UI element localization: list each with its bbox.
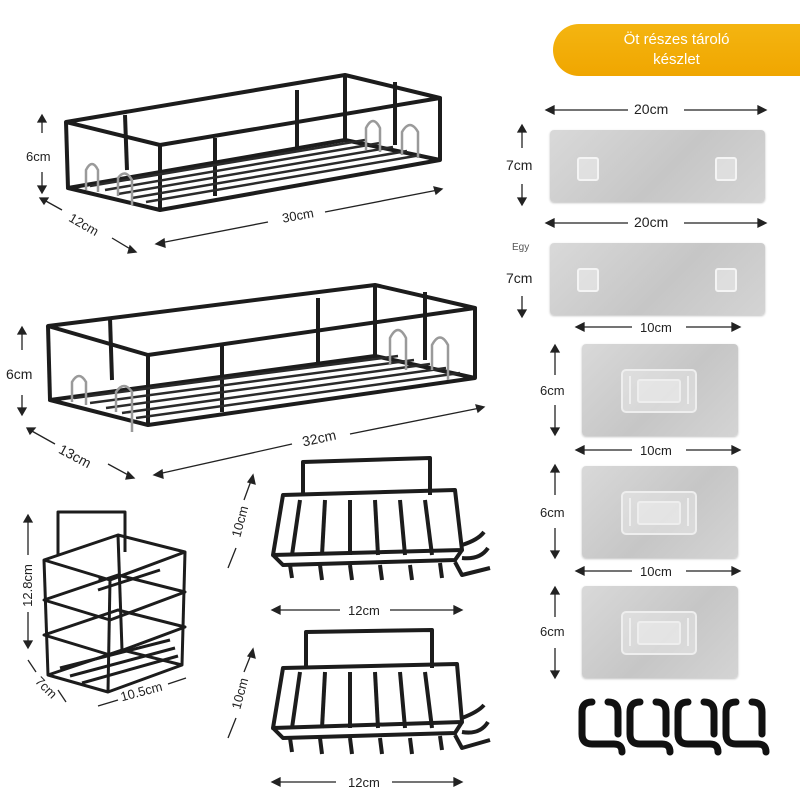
plate-6-height-label: 6cm bbox=[540, 624, 565, 639]
banner-line-1: Öt részes tároló bbox=[623, 31, 730, 48]
soap-2-width-label: 12cm bbox=[348, 775, 380, 790]
plate-1-height-label: 7cm bbox=[506, 157, 533, 173]
s-hook-icon bbox=[626, 698, 674, 756]
title-banner: Öt részes tároló készlet bbox=[553, 24, 800, 76]
adhesive-plate-4 bbox=[582, 466, 738, 558]
plate-4-width-label: 10cm bbox=[640, 443, 672, 458]
plate-3-height-label: 6cm bbox=[540, 383, 565, 398]
adhesive-plate-5 bbox=[582, 586, 738, 678]
plate-1-width-label: 20cm bbox=[634, 101, 669, 117]
plate-5-width-label: 10cm bbox=[640, 564, 672, 579]
s-hook-icon bbox=[674, 698, 722, 756]
shelf-2-height-label: 6cm bbox=[6, 366, 33, 382]
plate-2-note: Egy bbox=[512, 242, 530, 253]
plate-4-height-label: 6cm bbox=[540, 505, 565, 520]
shelf-1-height-label: 6cm bbox=[26, 149, 51, 164]
plate-3-width-label: 10cm bbox=[640, 320, 672, 335]
adhesive-plate-3 bbox=[582, 344, 738, 436]
plate-2-height-label: 7cm bbox=[506, 270, 533, 286]
plate-2-width-label: 20cm bbox=[634, 214, 669, 230]
soap-1-width-label: 12cm bbox=[348, 603, 380, 618]
s-hooks-group bbox=[578, 698, 770, 756]
s-hook-icon bbox=[578, 698, 626, 756]
adhesive-plate-1 bbox=[550, 130, 765, 202]
s-hook-icon bbox=[722, 698, 770, 756]
banner-line-2: készlet bbox=[653, 51, 700, 68]
caddy-height-label: 12.8cm bbox=[19, 564, 35, 607]
adhesive-plate-2 bbox=[550, 243, 765, 315]
